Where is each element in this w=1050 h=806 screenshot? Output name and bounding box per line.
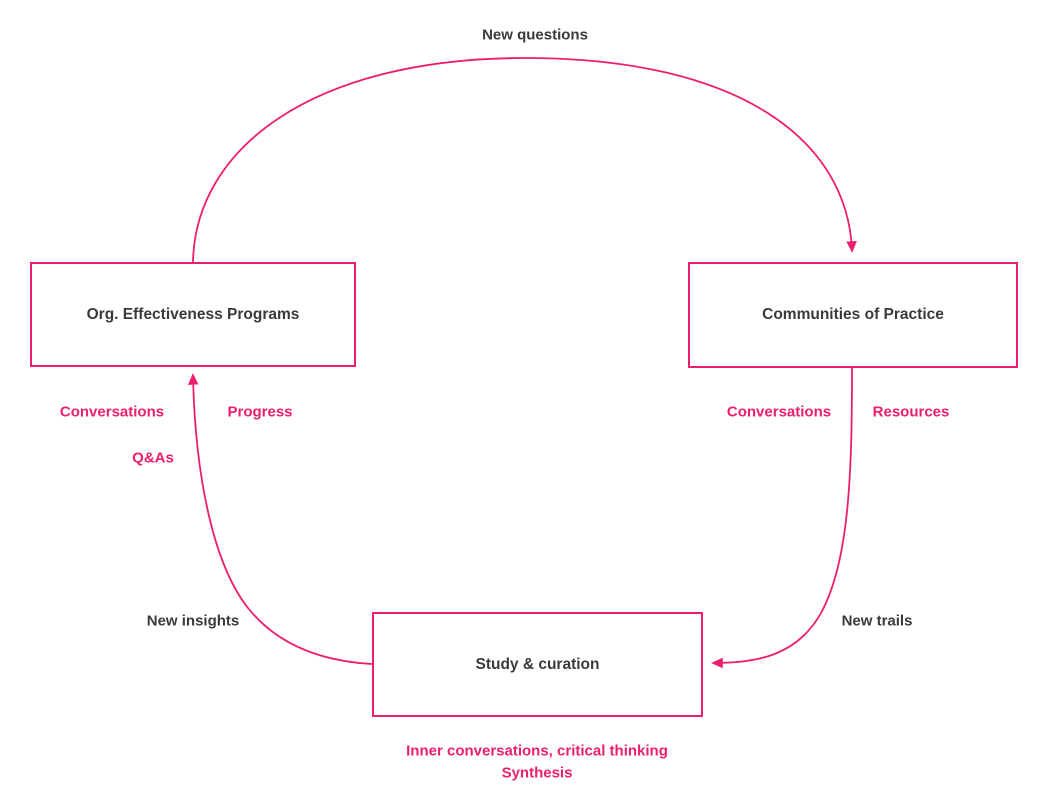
edge-new-questions-arrow — [192, 57, 857, 263]
edge-label-new-questions: New questions — [482, 26, 588, 44]
edge-label-new-trails: New trails — [841, 612, 913, 630]
annotation-cop-resources: Resources — [872, 403, 950, 421]
node-org-label: Org. Effectiveness Programs — [86, 305, 300, 323]
node-communities-of-practice: Communities of Practice — [688, 262, 1018, 368]
annotation-org-qas: Q&As — [132, 449, 174, 467]
node-study-and-curation: Study & curation — [372, 612, 703, 717]
annotation-org-conversations: Conversations — [59, 403, 165, 421]
annotation-cop-conversations: Conversations — [726, 403, 832, 421]
annotation-org-progress: Progress — [227, 403, 293, 421]
annotation-study-inner-conversations: Inner conversations, critical thinking — [406, 742, 668, 760]
edge-label-new-insights: New insights — [146, 612, 240, 630]
node-org-effectiveness-programs: Org. Effectiveness Programs — [30, 262, 356, 367]
node-study-label: Study & curation — [475, 655, 600, 673]
node-cop-label: Communities of Practice — [762, 306, 944, 323]
annotation-study-synthesis: Synthesis — [501, 764, 573, 782]
